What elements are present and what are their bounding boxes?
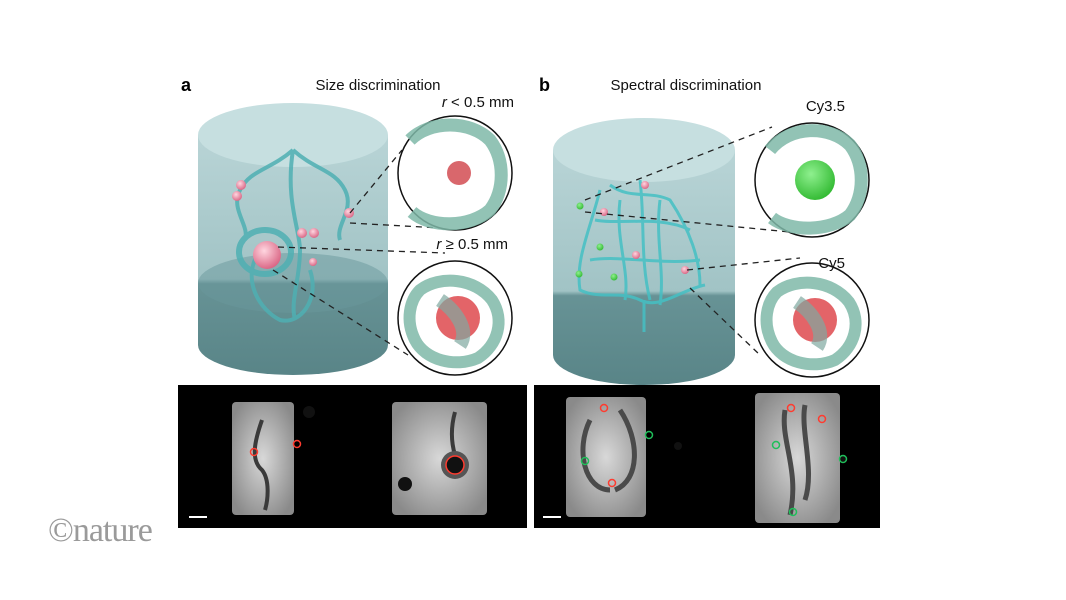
vascular-network-b	[577, 179, 706, 332]
leader-lines-b	[584, 126, 801, 356]
inset-small-bead	[397, 115, 513, 231]
cy35-label: Cy3.5	[806, 98, 845, 115]
hydrogel-cylinder-a	[198, 103, 388, 375]
large-bead	[253, 241, 281, 269]
inset-cy5	[754, 262, 870, 378]
marker-red	[292, 439, 302, 449]
nature-logo: ©nature	[48, 512, 152, 549]
panel-b-title: Spectral discrimination	[611, 77, 762, 94]
small-radius-label: r < 0.5 mm	[442, 94, 514, 111]
hydrogel-cylinder-b	[553, 118, 735, 385]
scan-image-1	[232, 402, 294, 515]
large-radius-label: r ≥ 0.5 mm	[436, 236, 508, 253]
scan-image-4	[755, 393, 840, 523]
imaging-panel-b	[534, 385, 880, 528]
leader-lines-a	[272, 149, 446, 356]
marker-red	[249, 447, 259, 457]
imaging-panel-a	[178, 385, 527, 528]
marker-red-large	[445, 455, 465, 475]
inset-large-bead	[397, 260, 513, 376]
panel-a-label: a	[181, 75, 192, 95]
scan-image-2	[392, 402, 487, 515]
small-bead	[447, 161, 471, 185]
cy5-label: Cy5	[818, 255, 845, 272]
vascular-network-a	[235, 148, 350, 323]
panel-b-label: b	[539, 75, 550, 95]
panel-a-title: Size discrimination	[315, 77, 440, 94]
inset-cy35	[754, 122, 870, 238]
green-bead	[795, 160, 835, 200]
